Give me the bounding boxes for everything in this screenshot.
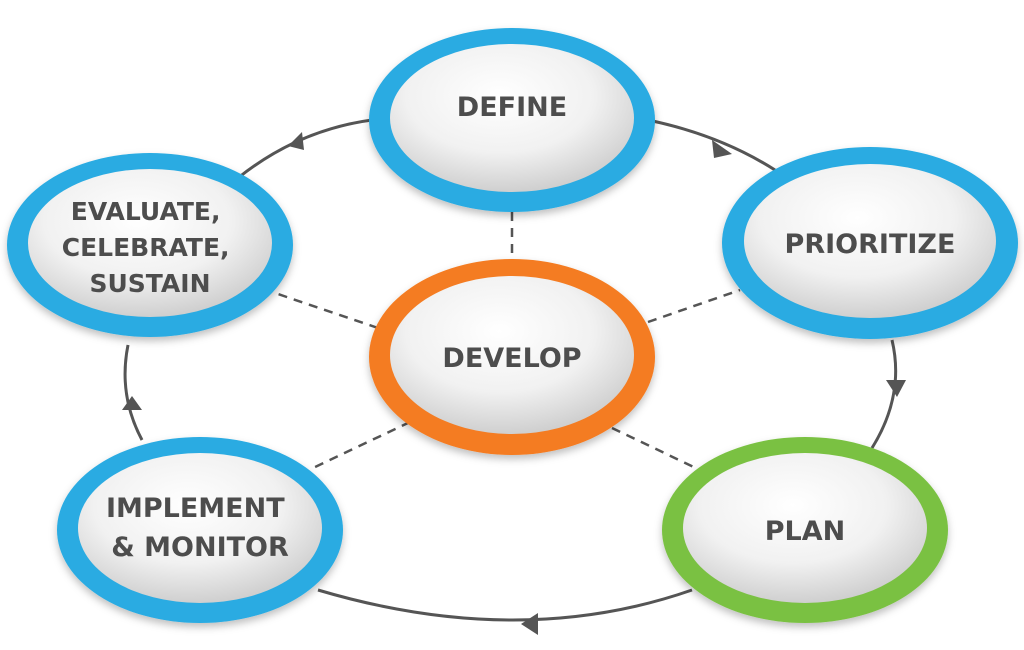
cycle-arrowheads: [122, 132, 906, 635]
arc-evaluate-define: [237, 118, 373, 180]
node-prioritize-inner: [744, 164, 996, 318]
dash-develop-prioritize: [647, 288, 741, 324]
arc-implement-evaluate: [123, 344, 144, 441]
arc-prioritize-plan: [870, 339, 898, 449]
node-evaluate-label: EVALUATE, CELEBRATE, SUSTAIN: [62, 197, 239, 298]
dash-develop-implement: [314, 420, 411, 469]
node-prioritize: PRIORITIZE: [722, 147, 1018, 339]
arrowhead-to-implement: [521, 613, 538, 635]
arc-define-prioritize: [647, 118, 776, 172]
arrowhead-to-define: [288, 132, 304, 150]
node-implement-line-1: IMPLEMENT: [106, 493, 285, 524]
node-implement-line-2: & MONITOR: [111, 532, 289, 563]
node-define-label: DEFINE: [457, 92, 567, 123]
dash-develop-plan: [611, 426, 701, 472]
node-implement-inner: [78, 453, 322, 603]
node-evaluate-line-3: SUSTAIN: [90, 269, 211, 298]
node-implement-label: IMPLEMENT & MONITOR: [106, 493, 294, 563]
node-implement: IMPLEMENT & MONITOR: [57, 437, 343, 623]
node-evaluate-line-2: CELEBRATE,: [62, 233, 230, 262]
node-develop-label: DEVELOP: [442, 343, 581, 374]
arrowhead-to-plan: [886, 380, 906, 397]
node-prioritize-line-1: PRIORITIZE: [785, 229, 956, 260]
node-plan-label: PLAN: [765, 516, 846, 547]
node-evaluate-line-1: EVALUATE,: [71, 197, 221, 226]
node-develop-line-1: DEVELOP: [442, 343, 581, 374]
node-define-line-1: DEFINE: [457, 92, 567, 123]
arc-plan-implement: [317, 588, 693, 622]
node-develop-inner: [390, 276, 634, 434]
node-evaluate-inner: [28, 169, 272, 317]
node-define: DEFINE: [369, 28, 655, 212]
arrowhead-to-prioritize: [712, 140, 732, 158]
node-plan-line-1: PLAN: [765, 516, 846, 547]
node-plan: PLAN: [662, 437, 948, 623]
arrowhead-to-evaluate: [122, 396, 142, 410]
dash-develop-evaluate: [271, 290, 379, 330]
node-develop: DEVELOP: [369, 259, 655, 455]
center-connectors: [271, 212, 741, 472]
node-define-inner: [390, 44, 634, 192]
node-prioritize-label: PRIORITIZE: [785, 229, 956, 260]
node-plan-inner: [683, 453, 927, 603]
node-evaluate: EVALUATE, CELEBRATE, SUSTAIN: [7, 153, 293, 337]
